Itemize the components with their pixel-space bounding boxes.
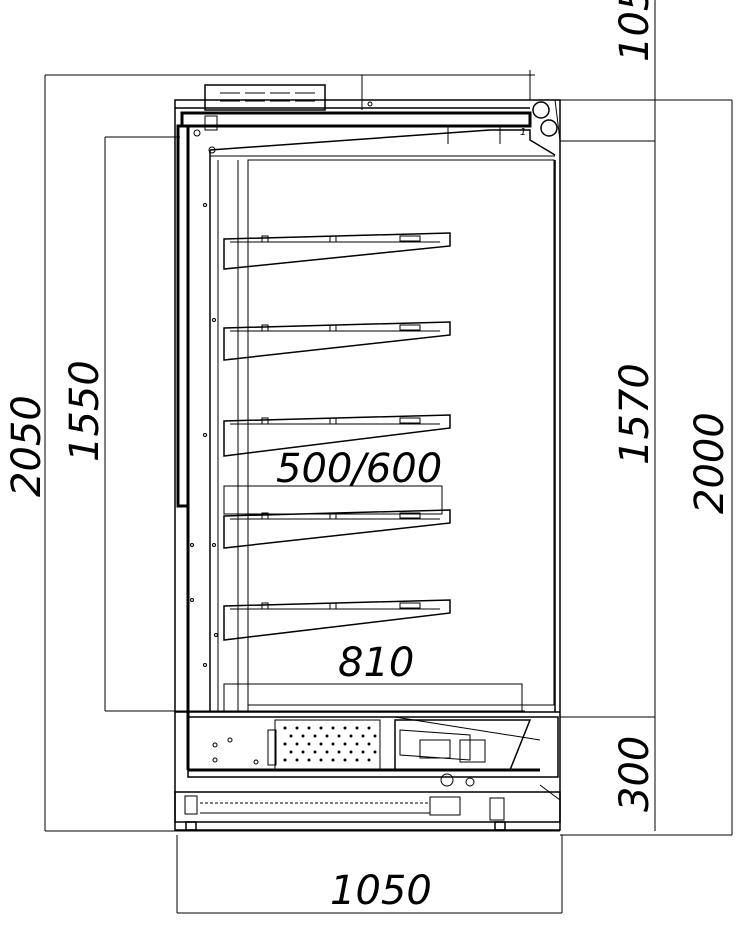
foot-right: [494, 821, 506, 831]
dim-inner-height: 1550: [62, 360, 108, 462]
shelf-3: [223, 414, 451, 457]
light-fixture: [204, 84, 326, 111]
dim-total-height: 2000: [687, 412, 733, 514]
dim-interior-depth: 810: [338, 640, 414, 686]
dim-top-offset: 105: [612, 0, 658, 62]
dim-base-height: 300: [612, 736, 658, 812]
cabinet-body: 1: [174, 70, 561, 831]
evaporator: [274, 719, 381, 771]
shelf-2: [223, 321, 451, 361]
shelves: [223, 232, 451, 641]
dim-width: 1050: [330, 868, 432, 914]
hinge: [532, 101, 550, 119]
base-machinery: [174, 711, 561, 831]
foot-left: [185, 821, 197, 831]
dim-overall-height: 2050: [4, 395, 50, 497]
shelf-5: [223, 599, 451, 641]
dim-interior-height: 1570: [612, 363, 658, 465]
dim-shelf-depth: 500/600: [276, 446, 442, 492]
shelf-1: [223, 232, 451, 270]
shelf-4: [223, 509, 451, 549]
hinge-marker: 1: [520, 127, 526, 138]
